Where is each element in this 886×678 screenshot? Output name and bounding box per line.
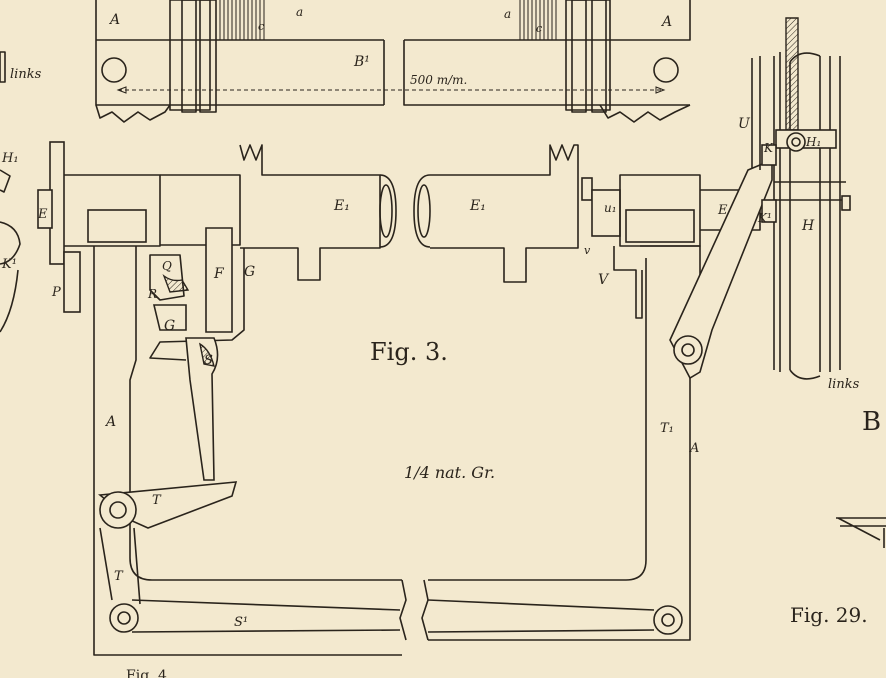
label-a-small-top-left: a bbox=[296, 5, 303, 19]
label-b1: B¹ bbox=[353, 54, 370, 70]
label-h1-left: H₁ bbox=[1, 151, 19, 166]
label-g-lower: G bbox=[164, 318, 175, 334]
label-k-right: K bbox=[763, 141, 774, 155]
label-e1-right: E₁ bbox=[469, 198, 486, 214]
label-t-lower: T bbox=[114, 569, 124, 584]
figure-title: Fig. 3. bbox=[370, 338, 448, 366]
label-a-top-right: A bbox=[660, 14, 672, 30]
label-q: Q bbox=[162, 259, 172, 273]
side-letter: B bbox=[862, 407, 881, 437]
label-r: R bbox=[147, 287, 157, 301]
label-links-top: links bbox=[10, 67, 42, 82]
label-h1-right: H₁ bbox=[805, 135, 821, 149]
label-e1-left: E₁ bbox=[333, 198, 350, 214]
label-s1: S¹ bbox=[234, 615, 248, 630]
label-t-upper: T bbox=[152, 493, 162, 508]
label-links-right: links bbox=[828, 377, 860, 392]
label-h-right: H bbox=[801, 218, 815, 234]
bottom-text: Fig. 4 bbox=[126, 668, 167, 678]
left-edge-fragments bbox=[0, 51, 21, 333]
label-a-left: A bbox=[104, 414, 116, 430]
main-mechanism bbox=[37, 17, 886, 656]
label-e-right: E bbox=[717, 203, 728, 218]
label-a-top-left: A bbox=[108, 12, 120, 28]
label-e-left: E bbox=[37, 207, 48, 222]
label-c-top-left: c bbox=[258, 20, 264, 33]
label-p: P bbox=[51, 285, 61, 300]
figure-scale: 1/4 nat. Gr. bbox=[404, 463, 495, 482]
label-u: U bbox=[738, 116, 751, 132]
top-assembly bbox=[95, 0, 691, 123]
lever-p bbox=[63, 251, 81, 313]
dimension-label: 500 m/m. bbox=[410, 73, 467, 87]
label-k1-right: K¹ bbox=[757, 211, 772, 225]
label-s: S bbox=[204, 353, 213, 368]
label-k1-left: K¹ bbox=[1, 257, 17, 272]
labels: A a c a c A B¹ 500 m/m. links H₁ K¹ E P … bbox=[1, 5, 881, 678]
label-v: V bbox=[598, 272, 610, 288]
label-u1: u₁ bbox=[604, 201, 617, 215]
label-t1: T₁ bbox=[660, 421, 674, 436]
label-g-upper: G bbox=[244, 264, 255, 280]
side-figure-title: Fig. 29. bbox=[790, 603, 868, 627]
label-c-top-right: c bbox=[536, 22, 542, 35]
label-a-small-top-right: a bbox=[504, 7, 511, 21]
label-f: F bbox=[213, 266, 225, 282]
label-a-right: A bbox=[689, 441, 699, 456]
label-v-small: v bbox=[584, 244, 591, 257]
